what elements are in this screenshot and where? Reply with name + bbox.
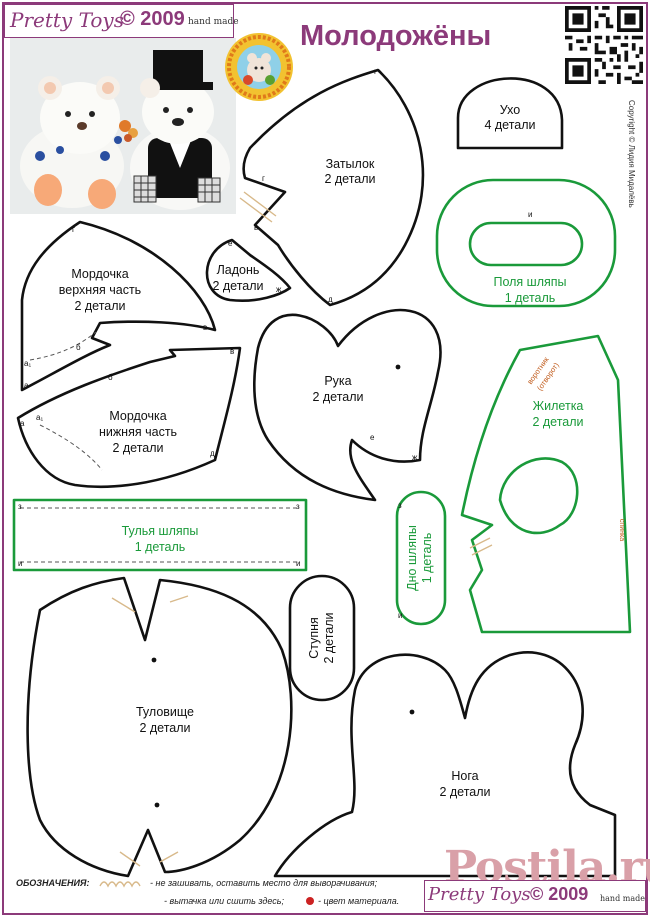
mark-e-arm: е [370, 433, 375, 442]
brand-tag-bottom: hand made [600, 894, 645, 903]
legend-dart-text: - вытачка или сшить здесь; [164, 896, 285, 906]
bears-photo [10, 38, 236, 214]
label-leg-name: Нога [451, 769, 478, 783]
opening-mark-body-bottom [119, 851, 179, 867]
mark-g-muzzle-top: г [72, 225, 75, 234]
mark-i-crown-left: и [18, 559, 22, 568]
piece-ear-outline [456, 77, 564, 150]
marker-dot-body-top [151, 657, 157, 663]
mark-a1-muzzle-bottom: а₁ [36, 413, 43, 422]
mark-z-crown-left: з [18, 502, 22, 511]
opening-mark-body-top [111, 595, 189, 613]
piece-vest-armhole [498, 457, 579, 535]
dart-muzzle-top [29, 331, 97, 361]
mark-d-muzzle-bottom: д [210, 449, 215, 458]
mark-v-back-head: в [254, 223, 258, 232]
qr-code[interactable] [565, 6, 643, 84]
label-brim-name: Поля шляпы [493, 275, 566, 289]
label-arm-count: 2 детали [312, 390, 363, 404]
opening-mark-back-head [239, 191, 277, 223]
label-crown-count: 1 деталь [135, 540, 186, 554]
marker-dot-leg [409, 709, 415, 715]
label-palm-name: Ладонь [217, 263, 260, 277]
mark-i-crown-right: и [296, 559, 300, 568]
brand-box-top [4, 4, 234, 38]
label-muzzle-top-part: верхняя часть [59, 283, 141, 297]
piece-back-head-outline [242, 68, 425, 307]
legend-opening-swatch [99, 881, 141, 888]
page-title: Молодожёны [300, 20, 492, 52]
legend-heading: ОБОЗНАЧЕНИЯ: [16, 878, 90, 888]
mark-a1-muzzle-top: а₁ [24, 359, 31, 368]
mark-i-brim: и [528, 210, 532, 219]
mark-e-palm: е [228, 239, 233, 248]
brand-year-top: © 2009 [120, 8, 185, 30]
piece-muzzle-bottom-outline [16, 346, 242, 489]
piece-sole-outline [288, 574, 356, 702]
label-back-head-name: Затылок [326, 157, 375, 171]
label-muzzle-top-count: 2 детали [74, 299, 125, 313]
piece-hat-bottom-outline [395, 490, 447, 626]
mark-d-back-head: д [328, 295, 333, 304]
piece-crown-outline [12, 498, 308, 572]
label-muzzle-bottom-part: нижняя часть [99, 425, 177, 439]
label-brim-count: 1 деталь [505, 291, 556, 305]
piece-brim-inner [468, 221, 584, 267]
legend-eye-text: - цвет материала. [318, 896, 400, 906]
mark-b-muzzle-bottom: б [108, 373, 113, 382]
brand-box-bottom [424, 880, 646, 912]
brand-year-bottom: © 2009 [530, 884, 589, 904]
brand-name-top: Pretty Toys [10, 8, 124, 32]
legend-opening-text: - не зашивать, оставить место для вывора… [150, 878, 378, 888]
fold-crown [20, 507, 300, 563]
mark-z-crown-right: з [296, 502, 300, 511]
mark-zh-arm: ж [412, 453, 418, 462]
label-muzzle-bottom-count: 2 детали [112, 441, 163, 455]
label-ear-name: Ухо [500, 103, 520, 117]
dart-muzzle-bottom [39, 424, 103, 471]
piece-body-outline [26, 576, 293, 878]
label-arm-name: Рука [324, 374, 351, 388]
label-palm-count: 2 детали [212, 279, 263, 293]
piece-palm-outline [205, 238, 292, 302]
marker-dot-body-bottom [154, 802, 160, 808]
club-badge-logo [225, 33, 293, 101]
mark-z-hat-bottom: з [398, 501, 402, 510]
label-vest-name: Жилетка [533, 399, 584, 413]
mark-zh-palm: ж [276, 285, 282, 294]
label-body-name: Туловище [136, 705, 194, 719]
label-sole-name: Ступня [307, 617, 321, 659]
legend: ОБОЗНАЧЕНИЯ: - не зашивать, оставить мес… [16, 878, 446, 914]
piece-arm-outline [253, 308, 442, 502]
mark-g-back-head: г [374, 67, 377, 76]
opening-mark-vest [469, 537, 493, 556]
label-sole-count: 2 детали [322, 612, 336, 663]
label-leg-count: 2 детали [439, 785, 490, 799]
brand-name-bottom: Pretty Toys [428, 884, 531, 905]
label-vest-count: 2 детали [532, 415, 583, 429]
mark-v-muzzle-top: в [203, 323, 207, 332]
legend-eye-dot [306, 897, 314, 905]
mark-v-muzzle-bottom: в [230, 347, 234, 356]
label-muzzle-top-name: Мордочка [71, 267, 128, 281]
label-body-count: 2 детали [139, 721, 190, 735]
mark-g-back-head-2: г [262, 174, 265, 183]
piece-leg-outline [273, 651, 617, 878]
label-muzzle-bottom-name: Мордочка [109, 409, 166, 423]
label-back-head-count: 2 детали [324, 172, 375, 186]
label-ear-count: 4 детали [484, 118, 535, 132]
label-vest-side: спинка [618, 519, 625, 541]
label-hat-bottom-name: Дно шляпы [405, 525, 419, 591]
brand-tag-top: hand made [188, 17, 239, 27]
mark-a-muzzle-top: а [24, 381, 29, 390]
mark-a-muzzle-bottom: а [20, 419, 25, 428]
label-hat-bottom-count: 1 деталь [420, 533, 434, 584]
label-crown-name: Тулья шляпы [122, 524, 199, 538]
mark-i-hat-bottom: и [398, 611, 402, 620]
marker-dot-arm [395, 364, 401, 370]
mark-b-muzzle-top: б [76, 343, 81, 352]
